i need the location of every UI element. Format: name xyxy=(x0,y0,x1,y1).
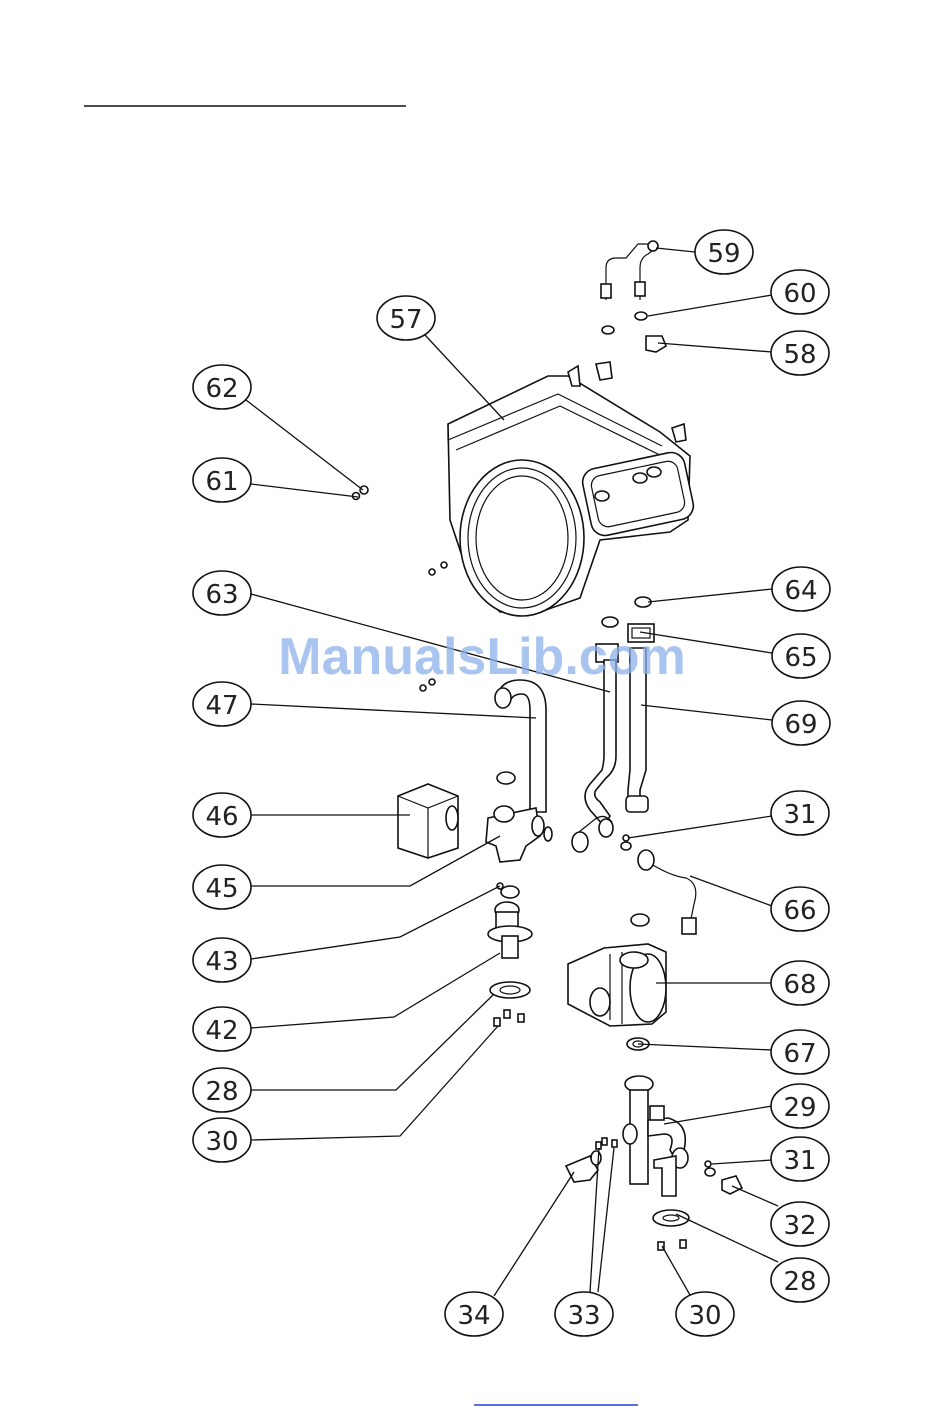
callout-59: 59 xyxy=(695,230,753,274)
callout-64: 64 xyxy=(772,567,830,611)
callout-67-label: 67 xyxy=(783,1039,816,1069)
callout-42-label: 42 xyxy=(205,1016,238,1046)
callout-30-left: 30 xyxy=(193,1118,251,1162)
part-30-screws-right xyxy=(658,1240,686,1250)
callout-64-label: 64 xyxy=(784,576,817,606)
part-59-pipes xyxy=(601,241,658,300)
part-42-pipe xyxy=(488,902,532,958)
callout-66: 66 xyxy=(771,887,829,931)
callout-47-label: 47 xyxy=(205,691,238,721)
callout-62: 62 xyxy=(193,365,251,409)
part-33-screws xyxy=(596,1138,617,1149)
part-46-actuator xyxy=(398,784,458,858)
callout-46: 46 xyxy=(193,793,251,837)
part-29-tee xyxy=(623,1076,688,1196)
callout-62-label: 62 xyxy=(205,374,238,404)
callout-68-label: 68 xyxy=(783,970,816,1000)
callout-68: 68 xyxy=(771,961,829,1005)
part-47-pipe xyxy=(495,680,546,812)
part-68-pump xyxy=(568,914,666,1026)
callout-31-upper: 31 xyxy=(771,791,829,835)
callout-46-label: 46 xyxy=(205,802,238,832)
callout-30-left-label: 30 xyxy=(205,1127,238,1157)
callout-57-label: 57 xyxy=(389,305,422,335)
part-63-pipe xyxy=(572,660,616,852)
callout-69-label: 69 xyxy=(784,710,817,740)
callout-67: 67 xyxy=(771,1030,829,1074)
callout-47: 47 xyxy=(193,682,251,726)
watermark-text: ManualsLib.com xyxy=(278,628,685,686)
callout-28-right-label: 28 xyxy=(783,1267,816,1297)
callout-65-label: 65 xyxy=(784,643,817,673)
part-64-washer xyxy=(602,597,651,627)
callout-60-label: 60 xyxy=(783,279,816,309)
part-30-screws-left xyxy=(494,1010,524,1026)
callout-31-lower: 31 xyxy=(771,1137,829,1181)
callout-69: 69 xyxy=(772,701,830,745)
callout-58-label: 58 xyxy=(783,340,816,370)
callout-59-label: 59 xyxy=(707,239,740,269)
callout-63-label: 63 xyxy=(205,580,238,610)
callout-57: 57 xyxy=(377,296,435,340)
callout-45: 45 xyxy=(193,865,251,909)
callout-31-upper-label: 31 xyxy=(783,800,816,830)
callout-29: 29 xyxy=(771,1084,829,1128)
callout-43: 43 xyxy=(193,938,251,982)
callout-45-label: 45 xyxy=(205,874,238,904)
callout-32: 32 xyxy=(771,1202,829,1246)
part-45-valve xyxy=(486,806,552,862)
callout-30-right-label: 30 xyxy=(688,1301,721,1331)
part-60-washer xyxy=(602,312,647,334)
callout-42: 42 xyxy=(193,1007,251,1051)
callout-33: 33 xyxy=(555,1292,613,1336)
callout-29-label: 29 xyxy=(783,1093,816,1123)
callout-34-label: 34 xyxy=(457,1301,490,1331)
callout-63: 63 xyxy=(193,571,251,615)
callout-30-right: 30 xyxy=(676,1292,734,1336)
callout-28-right: 28 xyxy=(771,1258,829,1302)
callout-34: 34 xyxy=(445,1292,503,1336)
callout-60: 60 xyxy=(771,270,829,314)
callout-61: 61 xyxy=(193,458,251,502)
callout-28-left: 28 xyxy=(193,1068,251,1112)
part-43-washer xyxy=(497,883,519,898)
callout-58: 58 xyxy=(771,331,829,375)
callout-61-label: 61 xyxy=(205,467,238,497)
callout-31-lower-label: 31 xyxy=(783,1146,816,1176)
part-57-heat-exchanger xyxy=(448,366,696,616)
part-32-plug xyxy=(722,1176,742,1194)
part-28-gasket-left xyxy=(490,982,530,998)
callout-65: 65 xyxy=(772,634,830,678)
callout-66-label: 66 xyxy=(783,896,816,926)
callout-32-label: 32 xyxy=(783,1211,816,1241)
part-58-elbow xyxy=(596,336,666,380)
callout-28-left-label: 28 xyxy=(205,1077,238,1107)
callout-43-label: 43 xyxy=(205,947,238,977)
callout-33-label: 33 xyxy=(567,1301,600,1331)
